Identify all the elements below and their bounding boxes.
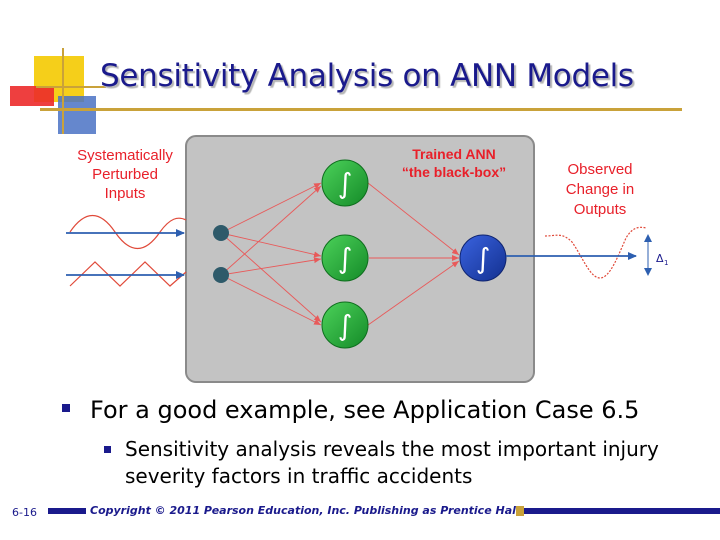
input-wave-2 (69, 261, 187, 287)
output-neuron-symbol: ∫ (476, 242, 491, 275)
hidden-neuron-3 (321, 301, 369, 349)
decor-line-vertical (62, 48, 64, 134)
outputs-label-line-1: Observed (567, 161, 632, 178)
input-node-2 (213, 267, 229, 283)
hidden-neuron-3-symbol: ∫ (338, 309, 353, 342)
decor-square-blue (58, 96, 96, 134)
footer-bar-right (516, 506, 720, 516)
bullet-marker (62, 404, 70, 412)
delta-subscript: 1 (664, 259, 668, 267)
decor-line-horizontal (36, 86, 106, 88)
input-hidden-connections (220, 182, 322, 326)
inputs-label-line-1: Systematically (77, 147, 173, 164)
outputs-label-line-2: Change in (566, 181, 634, 198)
hidden-neuron-2-symbol: ∫ (338, 242, 353, 275)
hidden-neuron-1-symbol: ∫ (338, 167, 353, 200)
footer-bar-left (48, 508, 86, 514)
slide-title: Sensitivity Analysis on ANN Models (100, 58, 634, 94)
slide-number: 6-16 (12, 506, 37, 519)
delta-bracket-bottom-arrow (644, 268, 652, 276)
output-wave (544, 226, 647, 279)
delta-symbol: Δ (656, 252, 664, 265)
output-neuron (459, 234, 507, 282)
title-underline (40, 108, 682, 111)
bullet-2-text: Sensitivity analysis reveals the most im… (125, 437, 659, 488)
outputs-label-line-3: Outputs (574, 201, 627, 218)
input-wave-1 (69, 215, 187, 249)
inputs-label-line-3: Inputs (105, 185, 146, 202)
copyright-notice: Copyright © 2011 Pearson Education, Inc.… (90, 504, 520, 517)
sensitivity-analysis-diagram: Trained ANN “the black-box” Systematical… (66, 135, 668, 383)
bullet-level-2: Sensitivity analysis reveals the most im… (104, 436, 664, 490)
bullet-level-1: For a good example, see Application Case… (62, 396, 639, 424)
box-label-line-1: Trained ANN (412, 146, 496, 162)
box-label-line-2: “the black-box” (402, 164, 506, 180)
bullet-marker (104, 446, 111, 453)
bullet-1-text: For a good example, see Application Case… (90, 396, 640, 424)
delta-bracket-top-arrow (644, 234, 652, 242)
input-node-1 (213, 225, 229, 241)
hidden-neuron-1 (321, 159, 369, 207)
decor-square-red (10, 86, 54, 106)
hidden-output-connections (367, 182, 460, 326)
hidden-neuron-2 (321, 234, 369, 282)
inputs-label-line-2: Perturbed (92, 166, 158, 183)
